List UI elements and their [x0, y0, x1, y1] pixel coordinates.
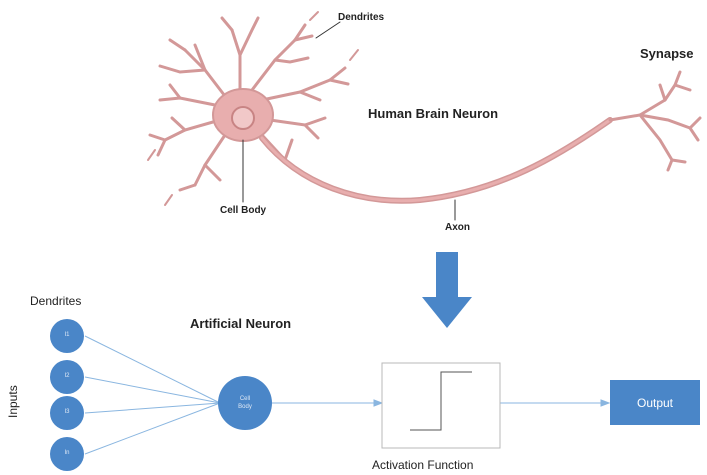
- input-node-4-text: In: [64, 450, 70, 456]
- input-node-2: [50, 360, 84, 394]
- artificial-cell-body-text: Cell Body: [225, 395, 265, 411]
- artificial-title: Artificial Neuron: [190, 316, 292, 331]
- cell-body-label: Cell Body: [220, 205, 267, 216]
- input-node-1: [50, 319, 84, 353]
- flow-arrows: [272, 399, 611, 407]
- input-node-1-text: I1: [64, 332, 70, 338]
- transform-arrow: [422, 252, 472, 328]
- output-box: [610, 380, 700, 425]
- leader-lines: [242, 21, 456, 221]
- input-nodes: [50, 319, 84, 471]
- activation-function-label: Activation Function: [372, 458, 474, 472]
- cell-body-line-2: Body: [238, 404, 252, 410]
- synapse-label: Synapse: [640, 46, 694, 61]
- bio-title: Human Brain Neuron: [368, 106, 499, 121]
- artificial-cell-body: [218, 376, 272, 430]
- nucleus: [231, 106, 255, 130]
- artificial-dendrites-label: Dendrites: [30, 294, 82, 308]
- input-node-3: [50, 396, 84, 430]
- inputs-label: Inputs: [6, 385, 20, 418]
- input-node-2-text: I2: [64, 373, 70, 379]
- input-node-4: [50, 437, 84, 471]
- biological-neuron: [147, 11, 702, 221]
- input-connections: [84, 335, 221, 455]
- input-node-3-text: I3: [64, 409, 70, 415]
- artificial-neuron: [50, 319, 700, 471]
- dendrites-label: Dendrites: [338, 12, 385, 23]
- axon-label: Axon: [445, 222, 470, 233]
- step-function-curve: [410, 371, 472, 431]
- output-label: Output: [636, 396, 674, 410]
- cell-body-line-1: Cell: [239, 396, 251, 402]
- axon-terminal: [608, 70, 702, 172]
